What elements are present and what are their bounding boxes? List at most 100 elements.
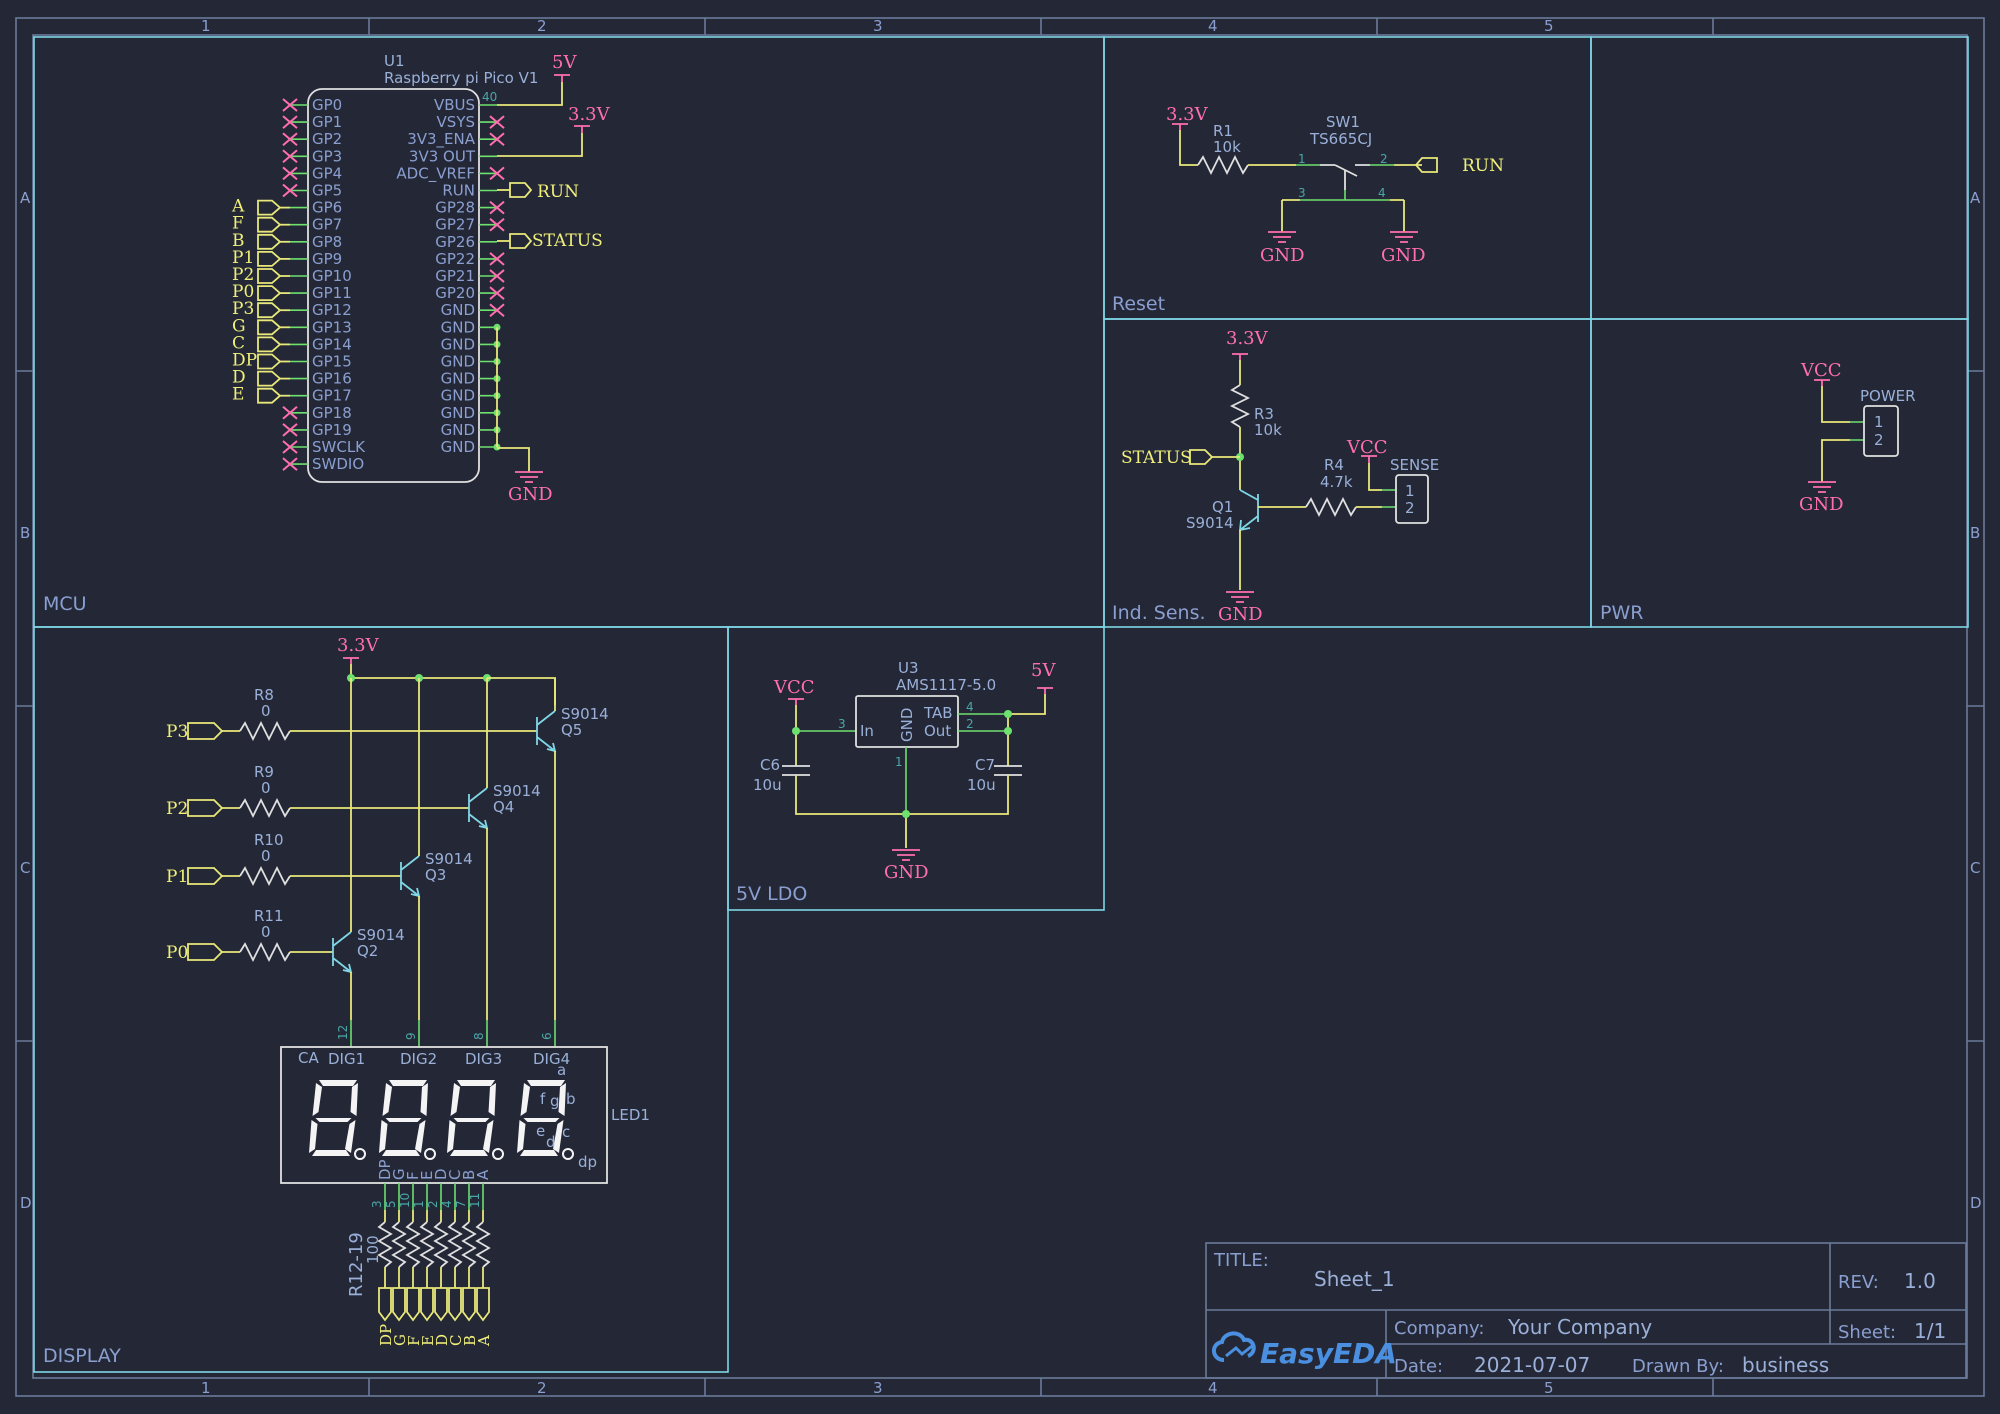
mcu-pin-r13: GND [441,318,475,336]
q1-val: S9014 [1186,514,1234,532]
zone-label-reset: Reset [1112,293,1165,315]
mcu-pin-gp9: GP9 [312,250,342,268]
tb-rev-key: REV: [1838,1272,1879,1293]
mcu-pin-r16: GND [441,370,475,388]
seg-pin-lbl-0: DP [376,1159,394,1180]
driver-q-val-2: S9014 [425,850,473,868]
row-label-d-right: D [1970,1194,1982,1212]
mcu-pin-r6: GP28 [435,199,475,217]
seg-d-label: d [546,1133,556,1151]
mcu-pin-r12: GND [441,301,475,319]
row-label-c: C [20,859,30,877]
sw1-val: TS665CJ [1309,130,1372,148]
seg-pin-num-1: 5 [384,1200,398,1208]
digit-3 [447,1080,504,1160]
zone-label-ldo: 5V LDO [736,883,807,905]
reset-circuit[interactable]: 3.3V R1 10k 1 SW1 TS665CJ 2 RUN 3 4 GND … [1166,104,1504,266]
r3-val: 10k [1254,421,1282,439]
tb-date-val: 2021-07-07 [1474,1353,1590,1377]
seg-net-3: E [419,1335,437,1346]
seg-pin-lbl-3: E [418,1171,436,1180]
mcu-pin-gp10: GP10 [312,267,352,285]
tb-sheet-val: 1/1 [1914,1319,1946,1343]
col-label-2: 2 [537,17,547,35]
driver-q-ref-0: Q5 [561,721,582,739]
mcu-net-p3: P3 [232,299,254,319]
mcu-u1[interactable]: U1 Raspberry pi Pico V1 GP0GP1GP2GP3GP4G… [231,52,611,505]
seg-pin-num-6: 7 [454,1200,468,1208]
seg-b-label: b [566,1090,576,1108]
reset-3v3: 3.3V [1166,104,1209,125]
ind-status-net: STATUS [1121,448,1192,468]
col-label-4: 4 [1208,17,1218,35]
col-label-1: 1 [201,17,211,35]
pwr-circuit[interactable]: VCC GND POWER 1 2 [1799,360,1916,515]
ind-gnd: GND [1218,604,1263,625]
u1-ref: U1 [384,52,405,70]
seg-pin-num-4: 2 [426,1200,440,1208]
r1-ref: R1 [1213,122,1233,140]
driver-r-val-0: 0 [261,702,271,720]
ldo-circuit[interactable]: VCC 3 U3 AMS1117-5.0 In GND TAB Out 4 2 … [753,659,1056,883]
led1-dig3: DIG3 [465,1050,502,1068]
mcu-net-f: F [232,214,244,234]
zone-label-mcu: MCU [43,593,87,615]
ldo-vcc: VCC [773,677,815,698]
pwr-vcc: VCC [1800,360,1842,381]
mcu-pin-gp11: GP11 [312,284,352,302]
mcu-net-b: B [232,231,245,251]
driver-q-ref-3: Q2 [357,942,378,960]
mcu-pin-gp19: GP19 [312,421,352,439]
driver-r-val-2: 0 [261,847,271,865]
mcu-pin-r18: GND [441,404,475,422]
display-net-p0: P0 [166,943,188,963]
col-label-3: 3 [873,17,883,35]
u1-3v3-power: 3.3V [568,104,611,125]
seg-net-1: G [391,1334,409,1346]
u3-pin-in: In [860,722,874,740]
seg-pin-lbl-1: G [390,1168,408,1180]
led1-dig2: DIG2 [400,1050,437,1068]
seg-c-label: c [562,1123,570,1141]
mcu-pin-r11: GP20 [435,284,475,302]
mcu-net-e: E [232,385,244,405]
sw1-pin1: 1 [1298,152,1306,166]
title-block: TITLE: Sheet_1 REV: 1.0 Company: Your Co… [1205,1242,1967,1379]
r4-val: 4.7k [1320,473,1353,491]
sense-pin1: 1 [1405,482,1415,500]
zone-label-pwr: PWR [1600,602,1643,624]
mcu-net-p2: P2 [232,265,254,285]
seg-f-label: f [540,1090,546,1108]
mcu-pin-r2: 3V3_ENA [407,130,476,149]
mcu-pin-swdio: SWDIO [312,455,364,473]
tb-title-val: Sheet_1 [1314,1267,1395,1291]
mcu-pin-r15: GND [441,353,475,371]
tb-rev-val: 1.0 [1904,1269,1936,1293]
seg-a-label: a [557,1061,566,1079]
brand-text: EasyEDA [1260,1337,1397,1370]
mcu-net-d: D [232,368,246,388]
col-label-5: 5 [1544,17,1554,35]
tb-title-key: TITLE: [1213,1250,1269,1271]
driver-r-ref-3: R11 [254,907,284,925]
seg-dp-label: dp [578,1153,597,1171]
seg-net-7: A [475,1335,493,1347]
sense-pin2: 2 [1405,499,1415,517]
driver-r-val-1: 0 [261,779,271,797]
mcu-pin-r20: GND [441,438,475,456]
digit-1 [309,1080,366,1160]
mcu-pin-r3: 3V3 OUT [409,147,476,165]
seg-pin-num-2: 10 [398,1193,412,1208]
led1-dig4: DIG4 [533,1050,570,1068]
ldo-gnd: GND [884,862,929,883]
mcu-pin-gp13: GP13 [312,318,352,336]
u3-pin2: 2 [966,717,974,731]
ind-sens-circuit[interactable]: 3.3V R3 10k STATUS Q1 S9014 GND R4 4.7k … [1121,328,1439,625]
driver-q-ref-2: Q3 [425,866,446,884]
digit-4 [517,1080,574,1160]
